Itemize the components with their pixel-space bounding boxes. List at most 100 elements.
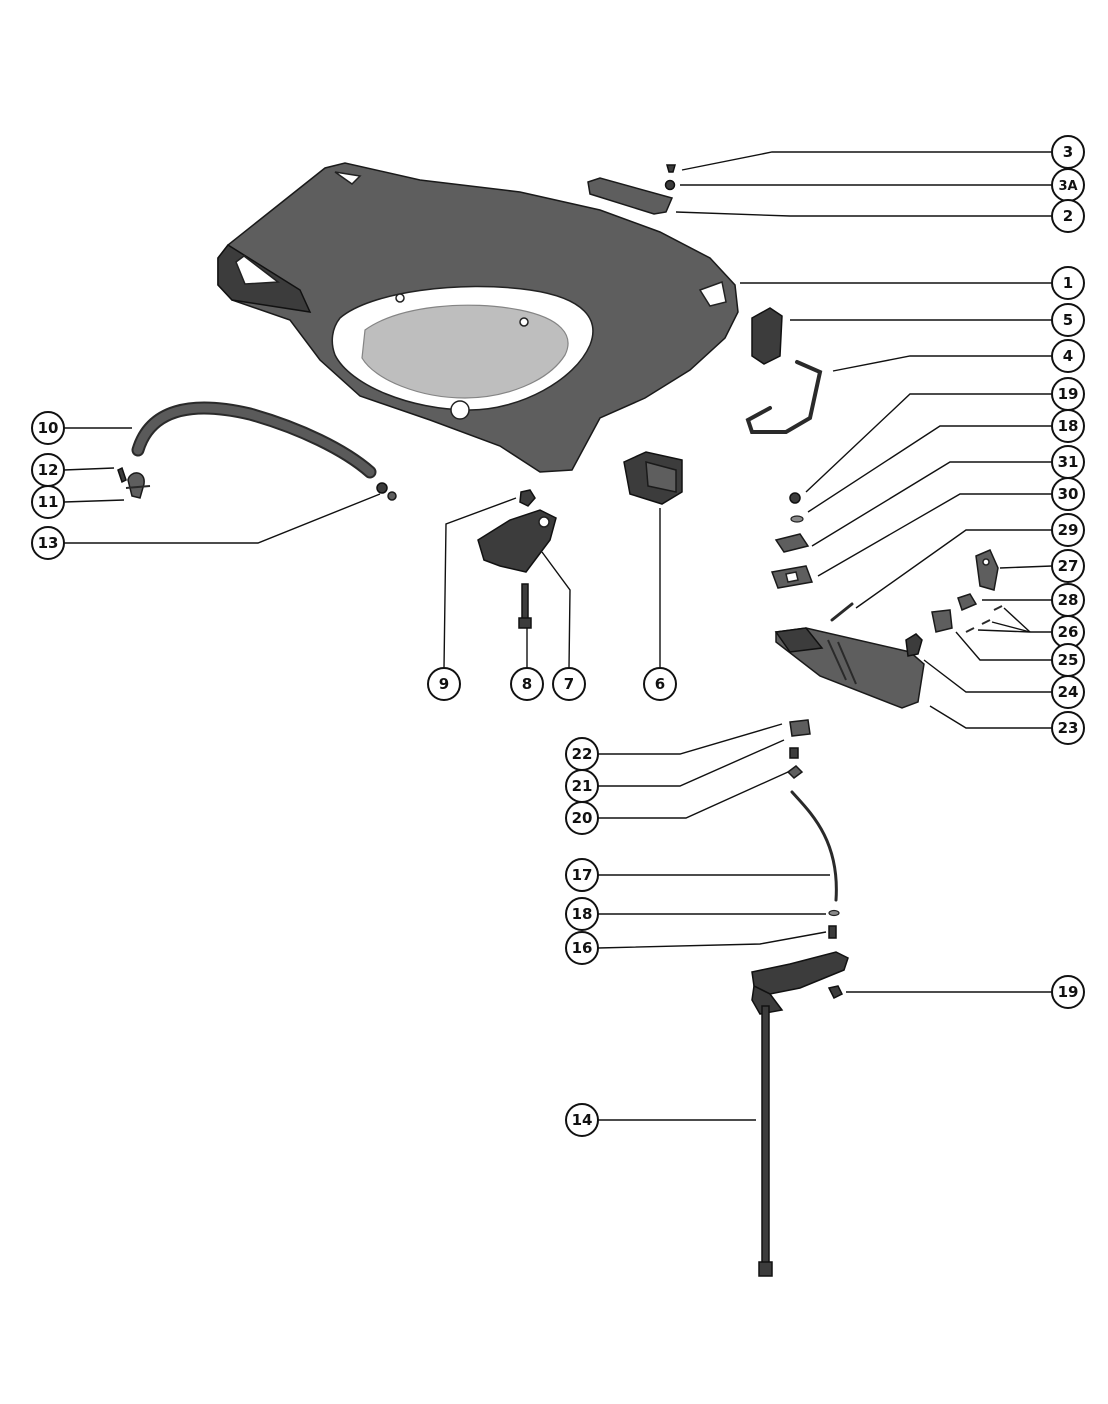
callout-label: 28	[1058, 591, 1079, 609]
callout-label: 10	[38, 419, 59, 437]
part-23-tiller-handle	[774, 627, 925, 709]
callout-12: 12	[31, 453, 65, 487]
callout-8: 8	[510, 667, 544, 701]
part-26-pins	[965, 605, 1003, 633]
part-27-lever	[975, 549, 999, 591]
callout-10: 10	[31, 411, 65, 445]
callout-18-lower: 18	[565, 897, 599, 931]
callout-18-upper: 18	[1051, 409, 1085, 443]
callout-17: 17	[565, 858, 599, 892]
part-19-nut-lower	[827, 985, 844, 1000]
callout-label: 23	[1058, 719, 1079, 737]
part-19-nut-upper	[789, 492, 801, 504]
callout-20: 20	[565, 801, 599, 835]
part-9-nut	[519, 489, 536, 507]
callout-label: 7	[564, 675, 574, 693]
callout-7: 7	[552, 667, 586, 701]
callout-label: 24	[1058, 683, 1079, 701]
callout-label: 25	[1058, 651, 1079, 669]
callout-label: 2	[1063, 207, 1073, 225]
callout-label: 18	[572, 905, 593, 923]
part-13-fitting	[376, 482, 397, 501]
callout-label: 14	[572, 1111, 593, 1129]
callout-9: 9	[427, 667, 461, 701]
callout-label: 3A	[1058, 179, 1077, 194]
callout-6: 6	[643, 667, 677, 701]
callout-label: 16	[572, 939, 593, 957]
part-24-grip-end	[905, 633, 923, 657]
callout-19-upper: 19	[1051, 377, 1085, 411]
callout-label: 26	[1058, 623, 1079, 641]
callout-label: 17	[572, 866, 593, 884]
callout-label: 5	[1063, 311, 1073, 329]
callout-4: 4	[1051, 339, 1085, 373]
part-16-fitting	[828, 925, 837, 939]
callout-19-lower: 19	[1051, 975, 1085, 1009]
callout-29: 29	[1051, 513, 1085, 547]
callout-11: 11	[31, 485, 65, 519]
callout-26: 26	[1051, 615, 1085, 649]
callout-23: 23	[1051, 711, 1085, 745]
part-25-cam	[931, 609, 953, 633]
callout-5: 5	[1051, 303, 1085, 337]
callout-16: 16	[565, 931, 599, 965]
callout-21: 21	[565, 769, 599, 803]
callout-label: 22	[572, 745, 593, 763]
part-28-link	[957, 593, 978, 612]
part-12-clip	[117, 466, 127, 484]
callout-30: 30	[1051, 477, 1085, 511]
part-30-bracket	[770, 565, 814, 589]
part-31-plate	[774, 533, 810, 553]
part-10-hose	[131, 401, 377, 479]
callout-3a: 3A	[1051, 168, 1085, 202]
callout-1: 1	[1051, 266, 1085, 300]
callout-label: 20	[572, 809, 593, 827]
callout-label: 1	[1063, 274, 1073, 292]
part-21-nut	[789, 747, 799, 759]
leader-lines	[63, 151, 1053, 1121]
callout-13: 13	[31, 526, 65, 560]
callout-28: 28	[1051, 583, 1085, 617]
callout-label: 9	[439, 675, 449, 693]
part-22-block	[789, 719, 811, 737]
callout-label: 19	[1058, 983, 1079, 1001]
part-29-pin	[830, 602, 854, 622]
callout-label: 30	[1058, 485, 1079, 503]
part-3a-washer	[664, 179, 676, 191]
callout-label: 18	[1058, 417, 1079, 435]
part-14-shift-lever	[751, 951, 849, 1277]
part-1-bottom-cowl	[217, 162, 739, 473]
part-20-washer	[786, 765, 804, 779]
callout-label: 11	[38, 493, 59, 511]
callout-22: 22	[565, 737, 599, 771]
callout-27: 27	[1051, 549, 1085, 583]
part-11-clamp	[125, 472, 151, 499]
callout-label: 6	[655, 675, 665, 693]
callout-label: 3	[1063, 143, 1073, 161]
callout-31: 31	[1051, 445, 1085, 479]
callout-14: 14	[565, 1103, 599, 1137]
callout-label: 4	[1063, 347, 1073, 365]
part-18-washer-upper	[790, 515, 804, 523]
callout-25: 25	[1051, 643, 1085, 677]
part-7-bracket	[477, 509, 557, 573]
callout-label: 21	[572, 777, 593, 795]
callout-2: 2	[1051, 199, 1085, 233]
callout-label: 27	[1058, 557, 1079, 575]
callout-label: 13	[38, 534, 59, 552]
callout-label: 29	[1058, 521, 1079, 539]
callout-label: 19	[1058, 385, 1079, 403]
callout-24: 24	[1051, 675, 1085, 709]
callout-label: 31	[1058, 453, 1079, 471]
callout-label: 8	[522, 675, 532, 693]
part-17-cable	[790, 790, 838, 902]
callout-label: 12	[38, 461, 59, 479]
part-18-washer-lower	[828, 909, 840, 917]
part-2-plate	[587, 177, 674, 215]
part-5-pad	[751, 307, 783, 365]
callout-3: 3	[1051, 135, 1085, 169]
part-3-screw	[666, 164, 676, 173]
part-4-wire-bracket	[745, 360, 823, 434]
part-8-bolt	[518, 583, 532, 629]
